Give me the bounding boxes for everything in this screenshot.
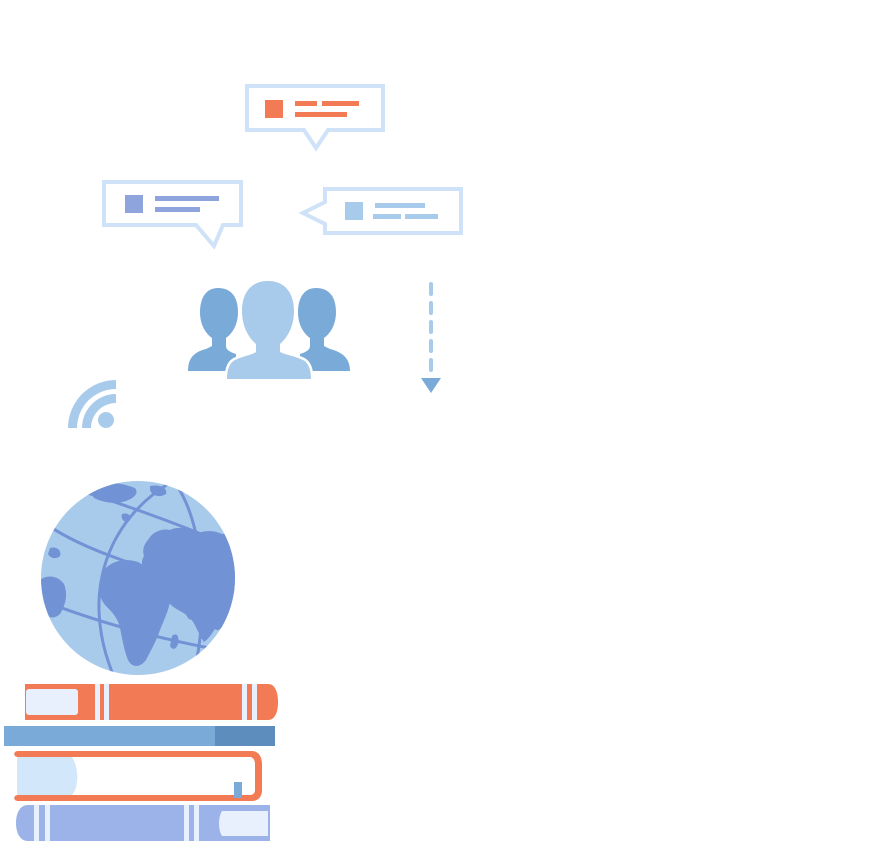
book-orange-open bbox=[14, 751, 262, 801]
user-left-icon bbox=[188, 288, 238, 371]
bubble-text-line bbox=[295, 101, 317, 106]
bubble-text-line bbox=[375, 203, 425, 208]
speech-bubble-left bbox=[102, 180, 243, 250]
user-group-icon bbox=[188, 278, 350, 382]
globe-icon bbox=[41, 481, 235, 675]
bubble-text-line bbox=[405, 214, 438, 219]
book-pages bbox=[17, 757, 78, 795]
bubble-text-line bbox=[322, 101, 359, 106]
wifi-signal-icon bbox=[68, 380, 116, 428]
book-orange-top bbox=[25, 684, 278, 720]
bubble-text-line bbox=[155, 196, 219, 201]
bubble-avatar-square bbox=[265, 100, 283, 118]
book-periwinkle-bottom bbox=[16, 805, 270, 841]
bubble-outline bbox=[102, 180, 243, 250]
bubble-text-line bbox=[295, 112, 347, 117]
bubble-text-line bbox=[373, 214, 401, 219]
book-pages bbox=[219, 811, 268, 836]
dashed-down-arrow-icon bbox=[421, 282, 441, 393]
speech-bubble-right bbox=[298, 187, 463, 235]
user-center-icon bbox=[224, 278, 314, 382]
book-stack-icon bbox=[4, 684, 278, 841]
user-right-icon bbox=[298, 288, 350, 371]
speech-bubble-top bbox=[245, 84, 385, 152]
bubble-avatar-square bbox=[345, 202, 363, 220]
book-blue-slab bbox=[4, 726, 275, 746]
bubble-avatar-square bbox=[125, 195, 143, 213]
bookmark bbox=[234, 782, 242, 798]
bubble-text-line bbox=[155, 207, 200, 212]
arrow-head bbox=[421, 378, 441, 393]
book-pages bbox=[26, 689, 78, 715]
globe-grid-lines bbox=[41, 482, 235, 673]
bubble-outline bbox=[298, 187, 463, 235]
